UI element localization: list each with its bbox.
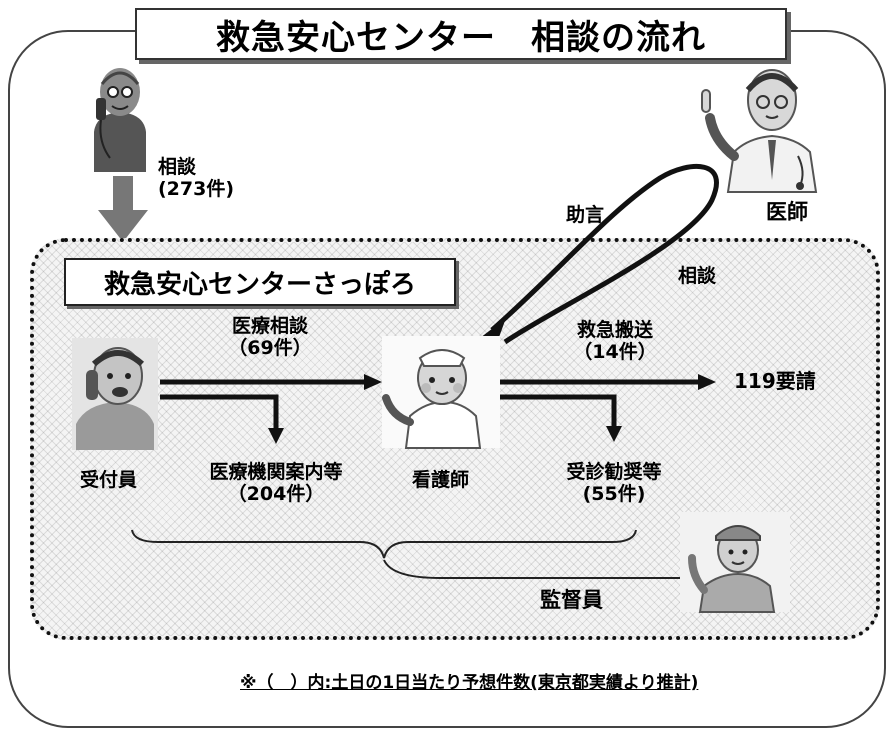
title-box: 救急安心センター 相談の流れ <box>135 8 787 60</box>
doctor-illustration <box>701 69 818 193</box>
inbound-consult-arrow <box>98 176 148 242</box>
page-title: 救急安心センター 相談の流れ <box>216 17 706 58</box>
doctor-label: 医師 <box>766 200 808 224</box>
medical-consult-count: （69件） <box>228 336 312 359</box>
receptionist-illustration <box>72 338 158 450</box>
emergency-transport-count: （14件） <box>573 340 657 363</box>
center-name: 救急安心センターさっぽろ <box>103 269 416 300</box>
caller-consult-label: 相談 <box>158 156 197 178</box>
nurse-label: 看護師 <box>412 469 470 491</box>
elderly-caller-illustration <box>94 68 146 172</box>
consult-doctor-label: 相談 <box>678 265 717 287</box>
center-name-box: 救急安心センターさっぽろ <box>64 258 456 306</box>
medical-consult-label: 医療相談 <box>231 315 308 337</box>
supervisor-illustration <box>680 512 790 613</box>
recommend-visit-label: 受診勧奨等 <box>566 461 662 483</box>
receptionist-label: 受付員 <box>80 469 138 491</box>
caller-consult-count: (273件) <box>158 177 235 200</box>
facility-guide-count: （204件） <box>227 482 325 505</box>
advice-label: 助言 <box>566 204 605 226</box>
footnote: ※（ ）内:土日の1日当たり予想件数(東京都実績より推計) <box>240 673 699 693</box>
call-119-label: 119要請 <box>734 369 816 393</box>
supervisor-label: 監督員 <box>540 588 603 612</box>
recommend-visit-count: (55件) <box>582 482 646 505</box>
emergency-transport-label: 救急搬送 <box>576 319 653 341</box>
nurse-illustration <box>382 336 500 449</box>
facility-guide-label: 医療機関案内等 <box>209 461 343 483</box>
